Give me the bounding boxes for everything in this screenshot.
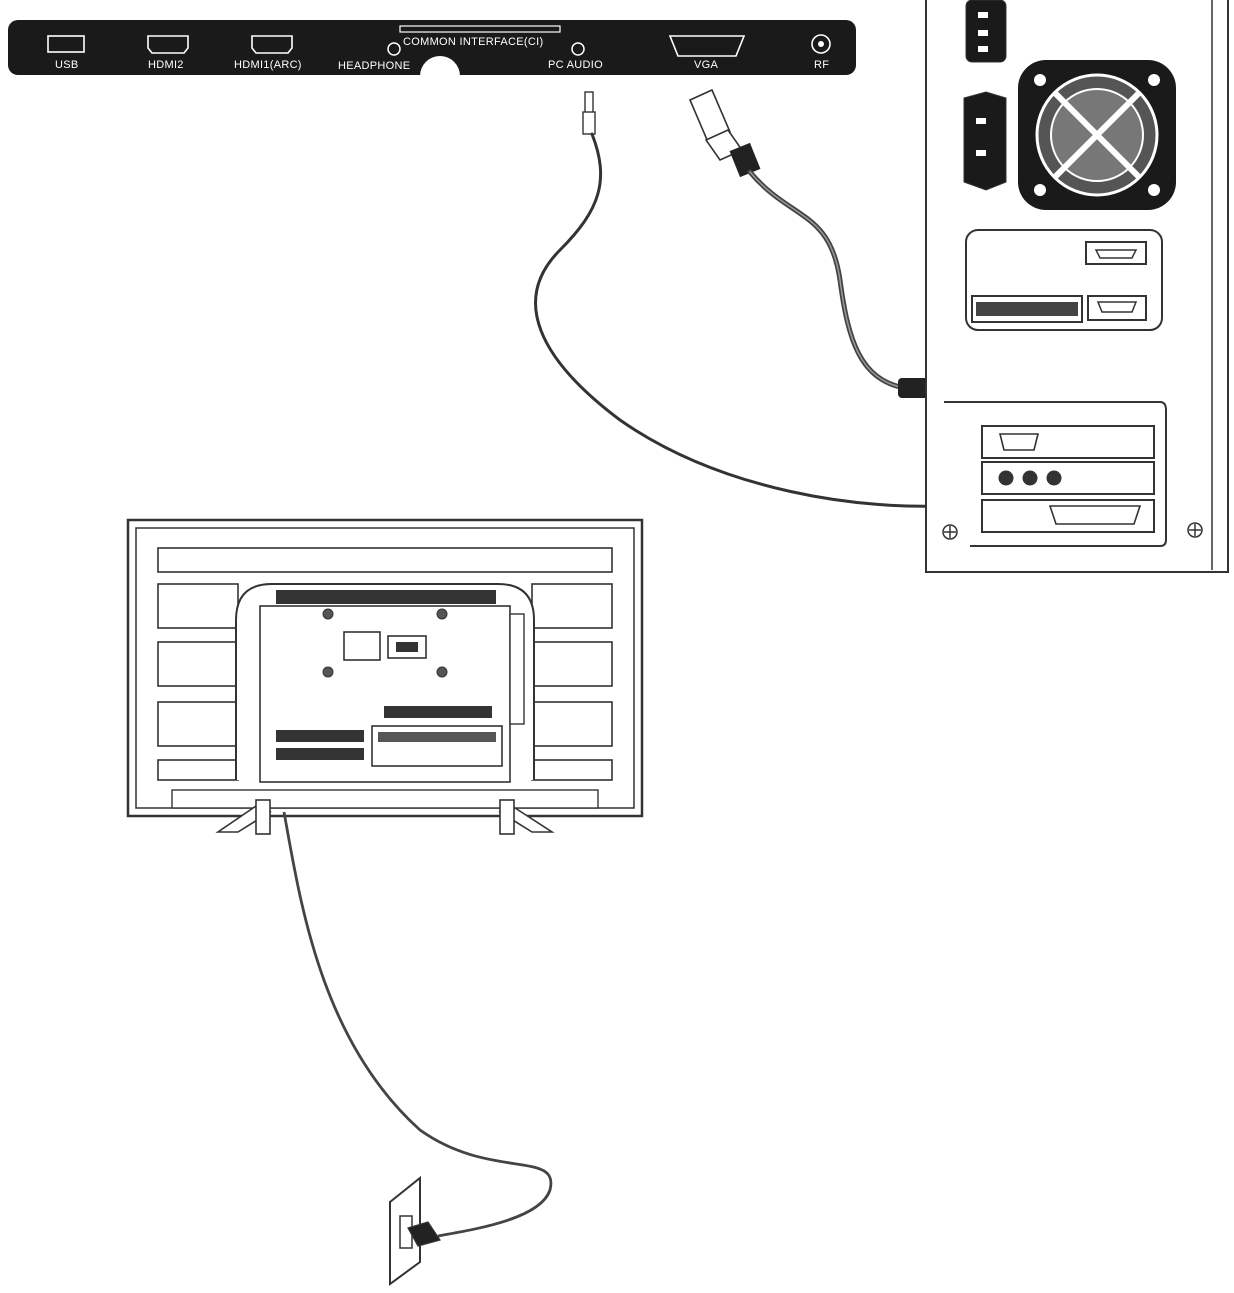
panel-strip xyxy=(8,20,856,75)
serial-port-icon xyxy=(1085,241,1147,265)
expansion-bay xyxy=(944,401,1167,547)
tv-top-vent xyxy=(157,547,613,573)
hdmi1-port-icon xyxy=(251,35,293,54)
screw-icon xyxy=(942,524,958,540)
audio-plug-icon xyxy=(584,91,594,115)
pc-rear-panel xyxy=(925,0,1229,573)
power-plug-icon xyxy=(407,1221,441,1247)
hdmi2-label: HDMI2 xyxy=(148,59,184,71)
usb-port-icon xyxy=(47,35,85,53)
vga-cable-ferrite xyxy=(898,378,930,398)
vga-label: VGA xyxy=(694,59,718,71)
rf-port-center-icon xyxy=(818,41,824,47)
pc-vga-port-icon xyxy=(998,433,1040,451)
rf-label: RF xyxy=(814,59,829,71)
common-interface-label: COMMON INTERFACE(CI) xyxy=(403,36,543,48)
vga-slot xyxy=(981,425,1155,459)
power-outlet-icon xyxy=(963,91,1007,191)
audio-jack-icon xyxy=(998,470,1014,486)
game-port-slot xyxy=(981,499,1155,533)
screw-2-icon xyxy=(1187,522,1203,538)
wall-outlet-icon xyxy=(389,1175,421,1286)
pc-audio-label: PC AUDIO xyxy=(548,59,603,71)
vga-ferrite xyxy=(729,142,761,178)
power-cord xyxy=(282,811,553,1286)
vga-port-icon xyxy=(668,35,746,57)
panel-cutout xyxy=(420,56,460,76)
parallel-port-icon xyxy=(971,295,1083,323)
serial-port-2-icon xyxy=(1087,295,1147,321)
power-cable xyxy=(282,811,553,1238)
tv-rear xyxy=(126,518,644,835)
headphone-jack-icon xyxy=(387,42,401,56)
hdmi1-label: HDMI1(ARC) xyxy=(234,59,302,71)
pc-audio-jack-icon xyxy=(571,42,585,56)
io-panel xyxy=(965,229,1163,331)
tv-back-vent xyxy=(276,590,496,604)
tv-connector-panel: USB HDMI2 HDMI1(ARC) HEADPHONE COMMON IN… xyxy=(8,20,856,76)
hdmi2-port-icon xyxy=(147,35,189,54)
game-port-icon xyxy=(1048,505,1142,525)
audio-jack-3-icon xyxy=(1046,470,1062,486)
audio-slot xyxy=(981,461,1155,495)
vga-cable-highlight xyxy=(749,171,906,389)
tv-label-plate xyxy=(343,631,381,661)
headphone-label: HEADPHONE xyxy=(338,60,410,72)
audio-cable xyxy=(534,132,962,508)
vga-cable xyxy=(747,169,908,391)
audio-plug-body xyxy=(582,111,596,135)
fan-icon xyxy=(1018,60,1176,210)
audio-jack-2-icon xyxy=(1022,470,1038,486)
tv-vent-strip xyxy=(384,706,492,718)
ci-slot xyxy=(399,25,561,33)
usb-label: USB xyxy=(55,59,79,71)
rf-port-icon xyxy=(811,34,831,54)
